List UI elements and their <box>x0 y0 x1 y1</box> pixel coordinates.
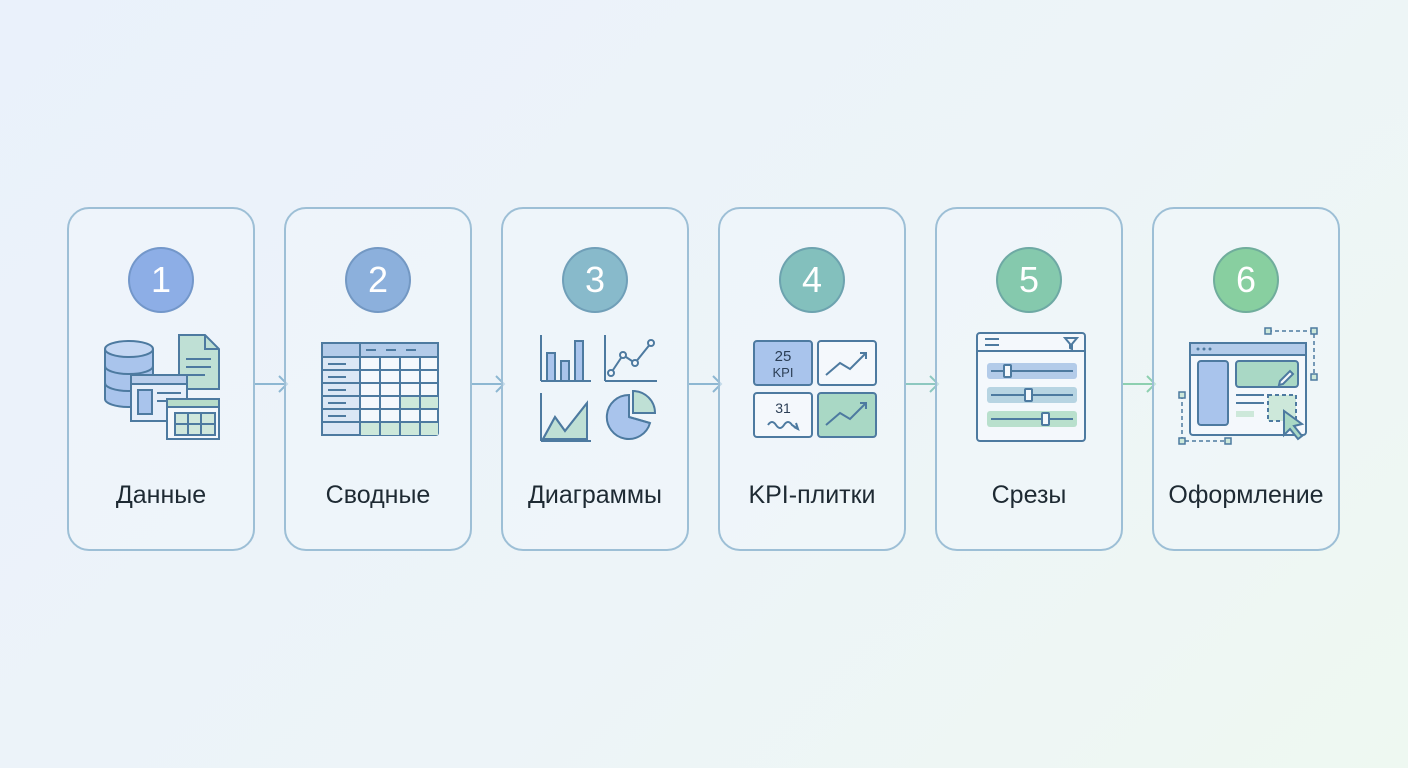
step-card-design: 6 <box>1152 207 1340 551</box>
step-card-data: 1 <box>67 207 255 551</box>
step-label: Данные <box>115 481 207 509</box>
step-number-badge: 2 <box>345 247 411 313</box>
step-number-badge: 4 <box>779 247 845 313</box>
step-card-kpi: 4 25 KPI 31 KPI-плитки <box>718 207 906 551</box>
database-document-table-icon <box>104 334 220 440</box>
kpi-tiles-icon: 25 KPI 31 <box>753 340 877 438</box>
kpi-value: 31 <box>775 400 791 416</box>
step-label: Диаграммы <box>527 481 663 509</box>
kpi-value: 25 <box>775 348 792 365</box>
charts-icon <box>540 335 657 442</box>
step-number-badge: 1 <box>128 247 194 313</box>
step-label: KPI-плитки <box>748 481 876 509</box>
step-label: Оформление <box>1168 481 1324 509</box>
step-number-badge: 6 <box>1213 247 1279 313</box>
step-label: Срезы <box>991 481 1067 509</box>
step-label: Сводные <box>325 481 431 509</box>
design-layout-icon <box>1178 327 1318 445</box>
kpi-caption: KPI <box>773 365 794 380</box>
step-card-pivot: 2 <box>284 207 472 551</box>
step-number-badge: 5 <box>996 247 1062 313</box>
step-card-charts: 3 <box>501 207 689 551</box>
step-card-slicers: 5 Срезы <box>935 207 1123 551</box>
step-number-badge: 3 <box>562 247 628 313</box>
slicers-icon <box>976 332 1086 442</box>
pivot-table-icon <box>321 342 439 436</box>
